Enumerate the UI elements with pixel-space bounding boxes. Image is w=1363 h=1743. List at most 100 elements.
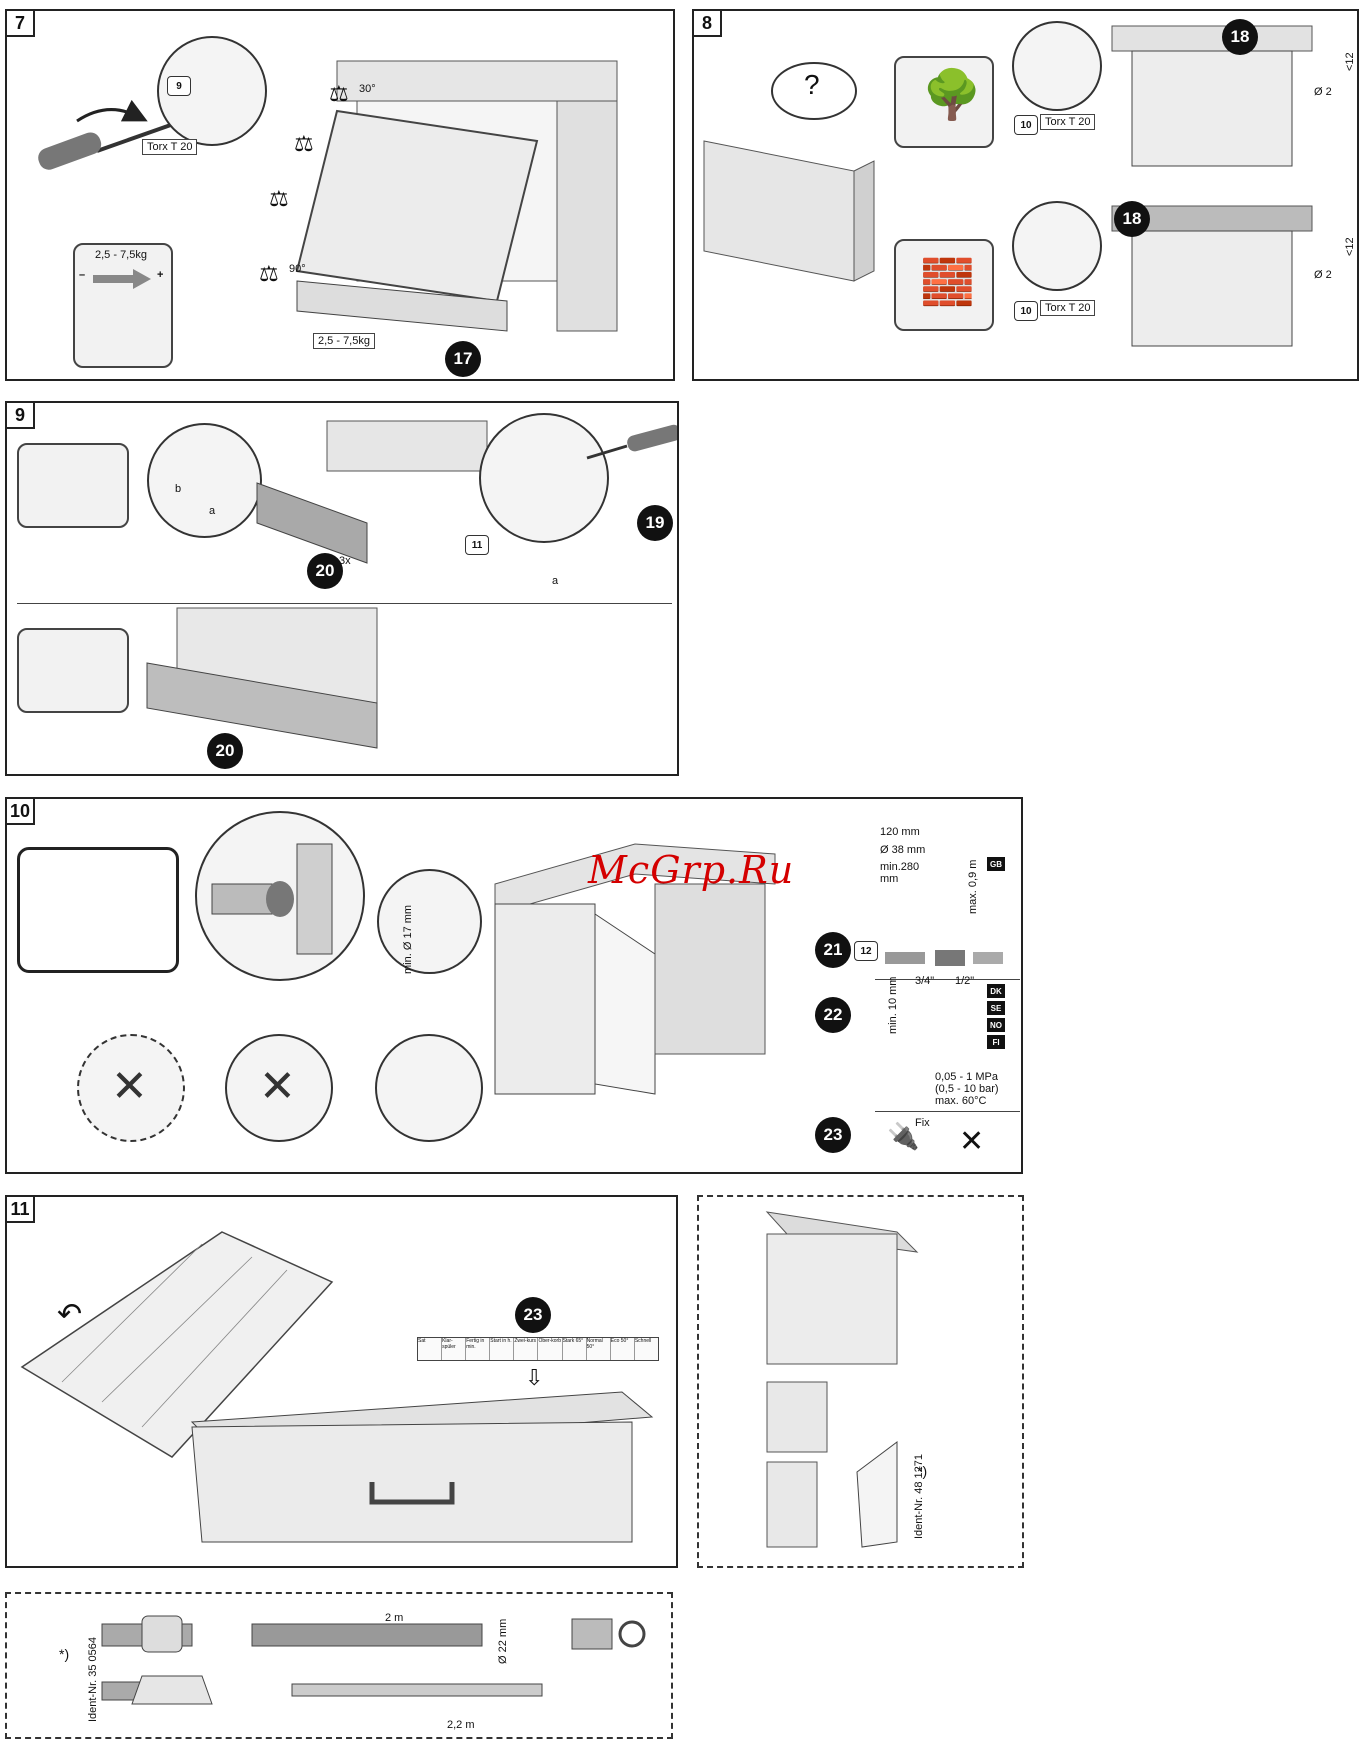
callout-18: 18 <box>1114 201 1150 237</box>
arrow-right-icon <box>93 269 151 289</box>
strip-label: Stark 65° <box>563 1338 587 1360</box>
screw-code: 10 <box>1014 301 1038 321</box>
peel-arrow-icon: ↶ <box>57 1298 83 1331</box>
stone-worktop-option[interactable] <box>894 239 994 331</box>
plus-sign: + <box>157 269 164 281</box>
weight-adjust-box <box>73 243 173 368</box>
dim-a-label: a <box>552 575 559 587</box>
thread-12-label: 1/2" <box>955 975 975 987</box>
callout-23: 23 <box>515 1297 551 1333</box>
length-22m-label: 2,2 m <box>447 1719 475 1731</box>
plinth-strip-drawing <box>256 482 368 564</box>
wood-worktop-option[interactable] <box>894 56 994 148</box>
detail-zoom-circle <box>479 413 609 543</box>
step-number: 9 <box>7 403 35 429</box>
dishwasher-installed-drawing <box>1111 25 1313 167</box>
max-09-label: max. 0,9 m <box>967 859 979 914</box>
detail-zoom-circle <box>377 869 482 974</box>
panel-step-10: 10 min. Ø 17 mm ✕ ✕ 21 12 22 23 120 mm Ø… <box>5 797 1023 1174</box>
hose-code: 12 <box>854 941 878 961</box>
diameter-38-label: Ø 38 mm <box>880 844 926 856</box>
dim-diameter-label: Ø 2 <box>1314 269 1332 281</box>
panel-accessory-cover: *) Ident-Nr. 48 1271 <box>697 1195 1024 1568</box>
panel-step-7: 7 9 Torx T 20 2,5 - 7,5kg – + ⚖ 30° ⚖ ⚖ … <box>5 9 675 381</box>
tree-icon: 🌳 <box>922 69 982 122</box>
scale-icon: ⚖ <box>269 186 289 211</box>
arrow-down-icon: ⇩ <box>525 1365 544 1390</box>
question-mark: ? <box>804 69 820 100</box>
cross-icon: ✕ <box>259 1062 296 1111</box>
step-number: 7 <box>7 11 35 37</box>
wrong-install-circle <box>225 1034 333 1142</box>
thread-34-label: 3/4" <box>915 975 935 987</box>
plinth-install-drawing <box>146 607 378 749</box>
angle-30-label: 30° <box>359 83 376 95</box>
torx-label: Torx T 20 <box>142 139 198 155</box>
correct-install-circle <box>375 1034 483 1142</box>
dim-b-label: b <box>175 483 182 495</box>
valve-connection-drawing <box>211 843 333 955</box>
ident-number-label: Ident-Nr. 35 0564 <box>87 1636 99 1722</box>
torx-label: Torx T 20 <box>1040 114 1096 130</box>
thought-bubble-icon <box>771 62 857 120</box>
callout-21: 21 <box>815 932 851 968</box>
min-10-label: min. 10 mm <box>887 976 899 1034</box>
program-label-strip: Sat Klar-spüler Fertig in min. Start in … <box>417 1337 659 1361</box>
strip-label: Zwei-kurs <box>514 1338 539 1360</box>
callout-19: 19 <box>637 505 673 541</box>
step-number: 11 <box>7 1197 35 1223</box>
cabinet-front-drawing <box>326 420 488 472</box>
bricks-icon: 🧱 <box>920 258 975 307</box>
country-badge: NO <box>987 1018 1005 1032</box>
cross-icon: ✕ <box>959 1125 985 1158</box>
callout-20: 20 <box>307 553 343 589</box>
pressure-bar-label: (0,5 - 10 bar) <box>935 1083 999 1095</box>
pressure-label: 0,05 - 1 MPa <box>935 1071 998 1083</box>
door-weight-label: 2,5 - 7,5kg <box>313 333 375 349</box>
strip-label: Klar-spüler <box>442 1338 467 1360</box>
screwdriver-icon <box>586 424 677 460</box>
dim-diameter-label: Ø 2 <box>1314 86 1332 98</box>
country-badge-gb: GB <box>987 857 1005 871</box>
strip-label: Normal 50° <box>587 1338 611 1360</box>
strip-label: Fertig in min. <box>466 1338 491 1360</box>
drain-hose-icon <box>885 950 1003 966</box>
torx-label: Torx T 20 <box>1040 300 1096 316</box>
divider <box>17 603 672 604</box>
min-280-label: min.280 mm <box>880 861 920 885</box>
country-badge: FI <box>987 1035 1005 1049</box>
minus-sign: – <box>79 269 86 281</box>
callout-17: 17 <box>445 341 481 377</box>
panel-step-11: 11 ↶ 23 Sat Klar-spüler Fertig in min. S… <box>5 1195 678 1568</box>
callout-22: 22 <box>815 997 851 1033</box>
scale-icon: ⚖ <box>259 261 279 286</box>
wrong-install-circle <box>77 1034 185 1142</box>
strip-label: Eco 50° <box>611 1338 635 1360</box>
kitchen-thumbnail <box>17 443 129 528</box>
callout-18: 18 <box>1222 19 1258 55</box>
weight-range-label: 2,5 - 7,5kg <box>95 249 147 261</box>
scale-icon: ⚖ <box>294 131 314 156</box>
dim-12-label: <12 <box>1344 52 1356 71</box>
strip-label: Start in h. <box>490 1338 515 1360</box>
height-120-label: 120 mm <box>880 826 920 838</box>
program-sticker-sheet <box>20 1231 334 1458</box>
screw-code: 9 <box>167 76 191 96</box>
length-2m-label: 2 m <box>385 1612 404 1624</box>
screw-code: 10 <box>1014 115 1038 135</box>
dishwasher-open-door-drawing <box>295 60 618 332</box>
country-badge: SE <box>987 1001 1005 1015</box>
divider <box>875 1111 1020 1112</box>
cross-icon: ✕ <box>111 1062 148 1111</box>
star-note: *) <box>917 1463 928 1479</box>
callout-20: 20 <box>207 733 243 769</box>
kitchen-thumbnail <box>17 628 129 713</box>
min-diameter-label: min. Ø 17 mm <box>402 904 414 974</box>
strip-label: Schnell <box>634 1338 652 1344</box>
scale-icon: ⚖ <box>329 81 349 106</box>
diameter-22-label: Ø 22 mm <box>497 1618 509 1664</box>
kitchen-cabinet-drawing <box>703 140 875 282</box>
blank-note-box <box>17 847 179 973</box>
dim-a-label: a <box>209 505 216 517</box>
under-sink-cabinet-drawing <box>494 843 776 1095</box>
